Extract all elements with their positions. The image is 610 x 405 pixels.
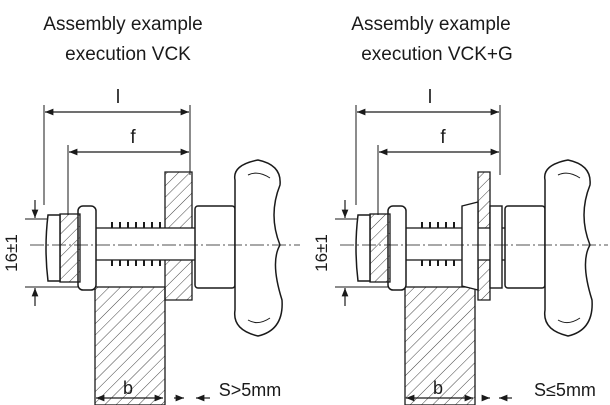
dimension-height-label: 16±1 — [312, 234, 331, 272]
knob — [194, 159, 283, 337]
condition-label: S>5mm — [219, 380, 282, 400]
condition-label: S≤5mm — [534, 380, 596, 400]
dimension-f: f — [377, 127, 499, 215]
dimension-f-label: f — [130, 127, 136, 148]
drawing-title-line2: execution VCK — [65, 44, 191, 65]
drawing-title-line2: execution VCK+G — [361, 44, 513, 65]
wall-part — [404, 286, 476, 405]
plunger-tip — [355, 214, 371, 282]
dimension-l-label: l — [428, 87, 432, 108]
dimension-l-label: l — [116, 87, 120, 108]
stop-ring — [59, 213, 81, 283]
spring — [421, 222, 455, 266]
dimension-b-label: b — [123, 378, 133, 398]
dimension-f: f — [67, 127, 189, 215]
drawing-vck: Assembly example execution VCK l f 16±1 — [2, 14, 300, 405]
dimension-height-label: 16±1 — [2, 234, 21, 272]
drawing-vck-g: Assembly example execution VCK+G l f 16±… — [312, 14, 608, 405]
spring — [111, 222, 161, 266]
dimension-height: 16±1 — [312, 200, 400, 306]
plunger-tip — [45, 214, 61, 282]
drawing-title-line1: Assembly example — [43, 14, 202, 35]
nut — [77, 205, 97, 291]
knob — [504, 159, 593, 337]
dimension-l: l — [43, 87, 191, 205]
dimension-f-label: f — [440, 127, 446, 148]
dimension-b-label: b — [433, 378, 443, 398]
locking-nut — [461, 201, 503, 291]
dimension-b: b — [406, 378, 473, 402]
dimension-l: l — [355, 87, 501, 205]
nut — [387, 205, 407, 291]
wall-part — [94, 286, 166, 405]
shaft — [89, 227, 201, 261]
stop-ring — [369, 213, 391, 283]
dimension-b: b — [96, 378, 163, 402]
drawing-title-line1: Assembly example — [351, 14, 510, 35]
